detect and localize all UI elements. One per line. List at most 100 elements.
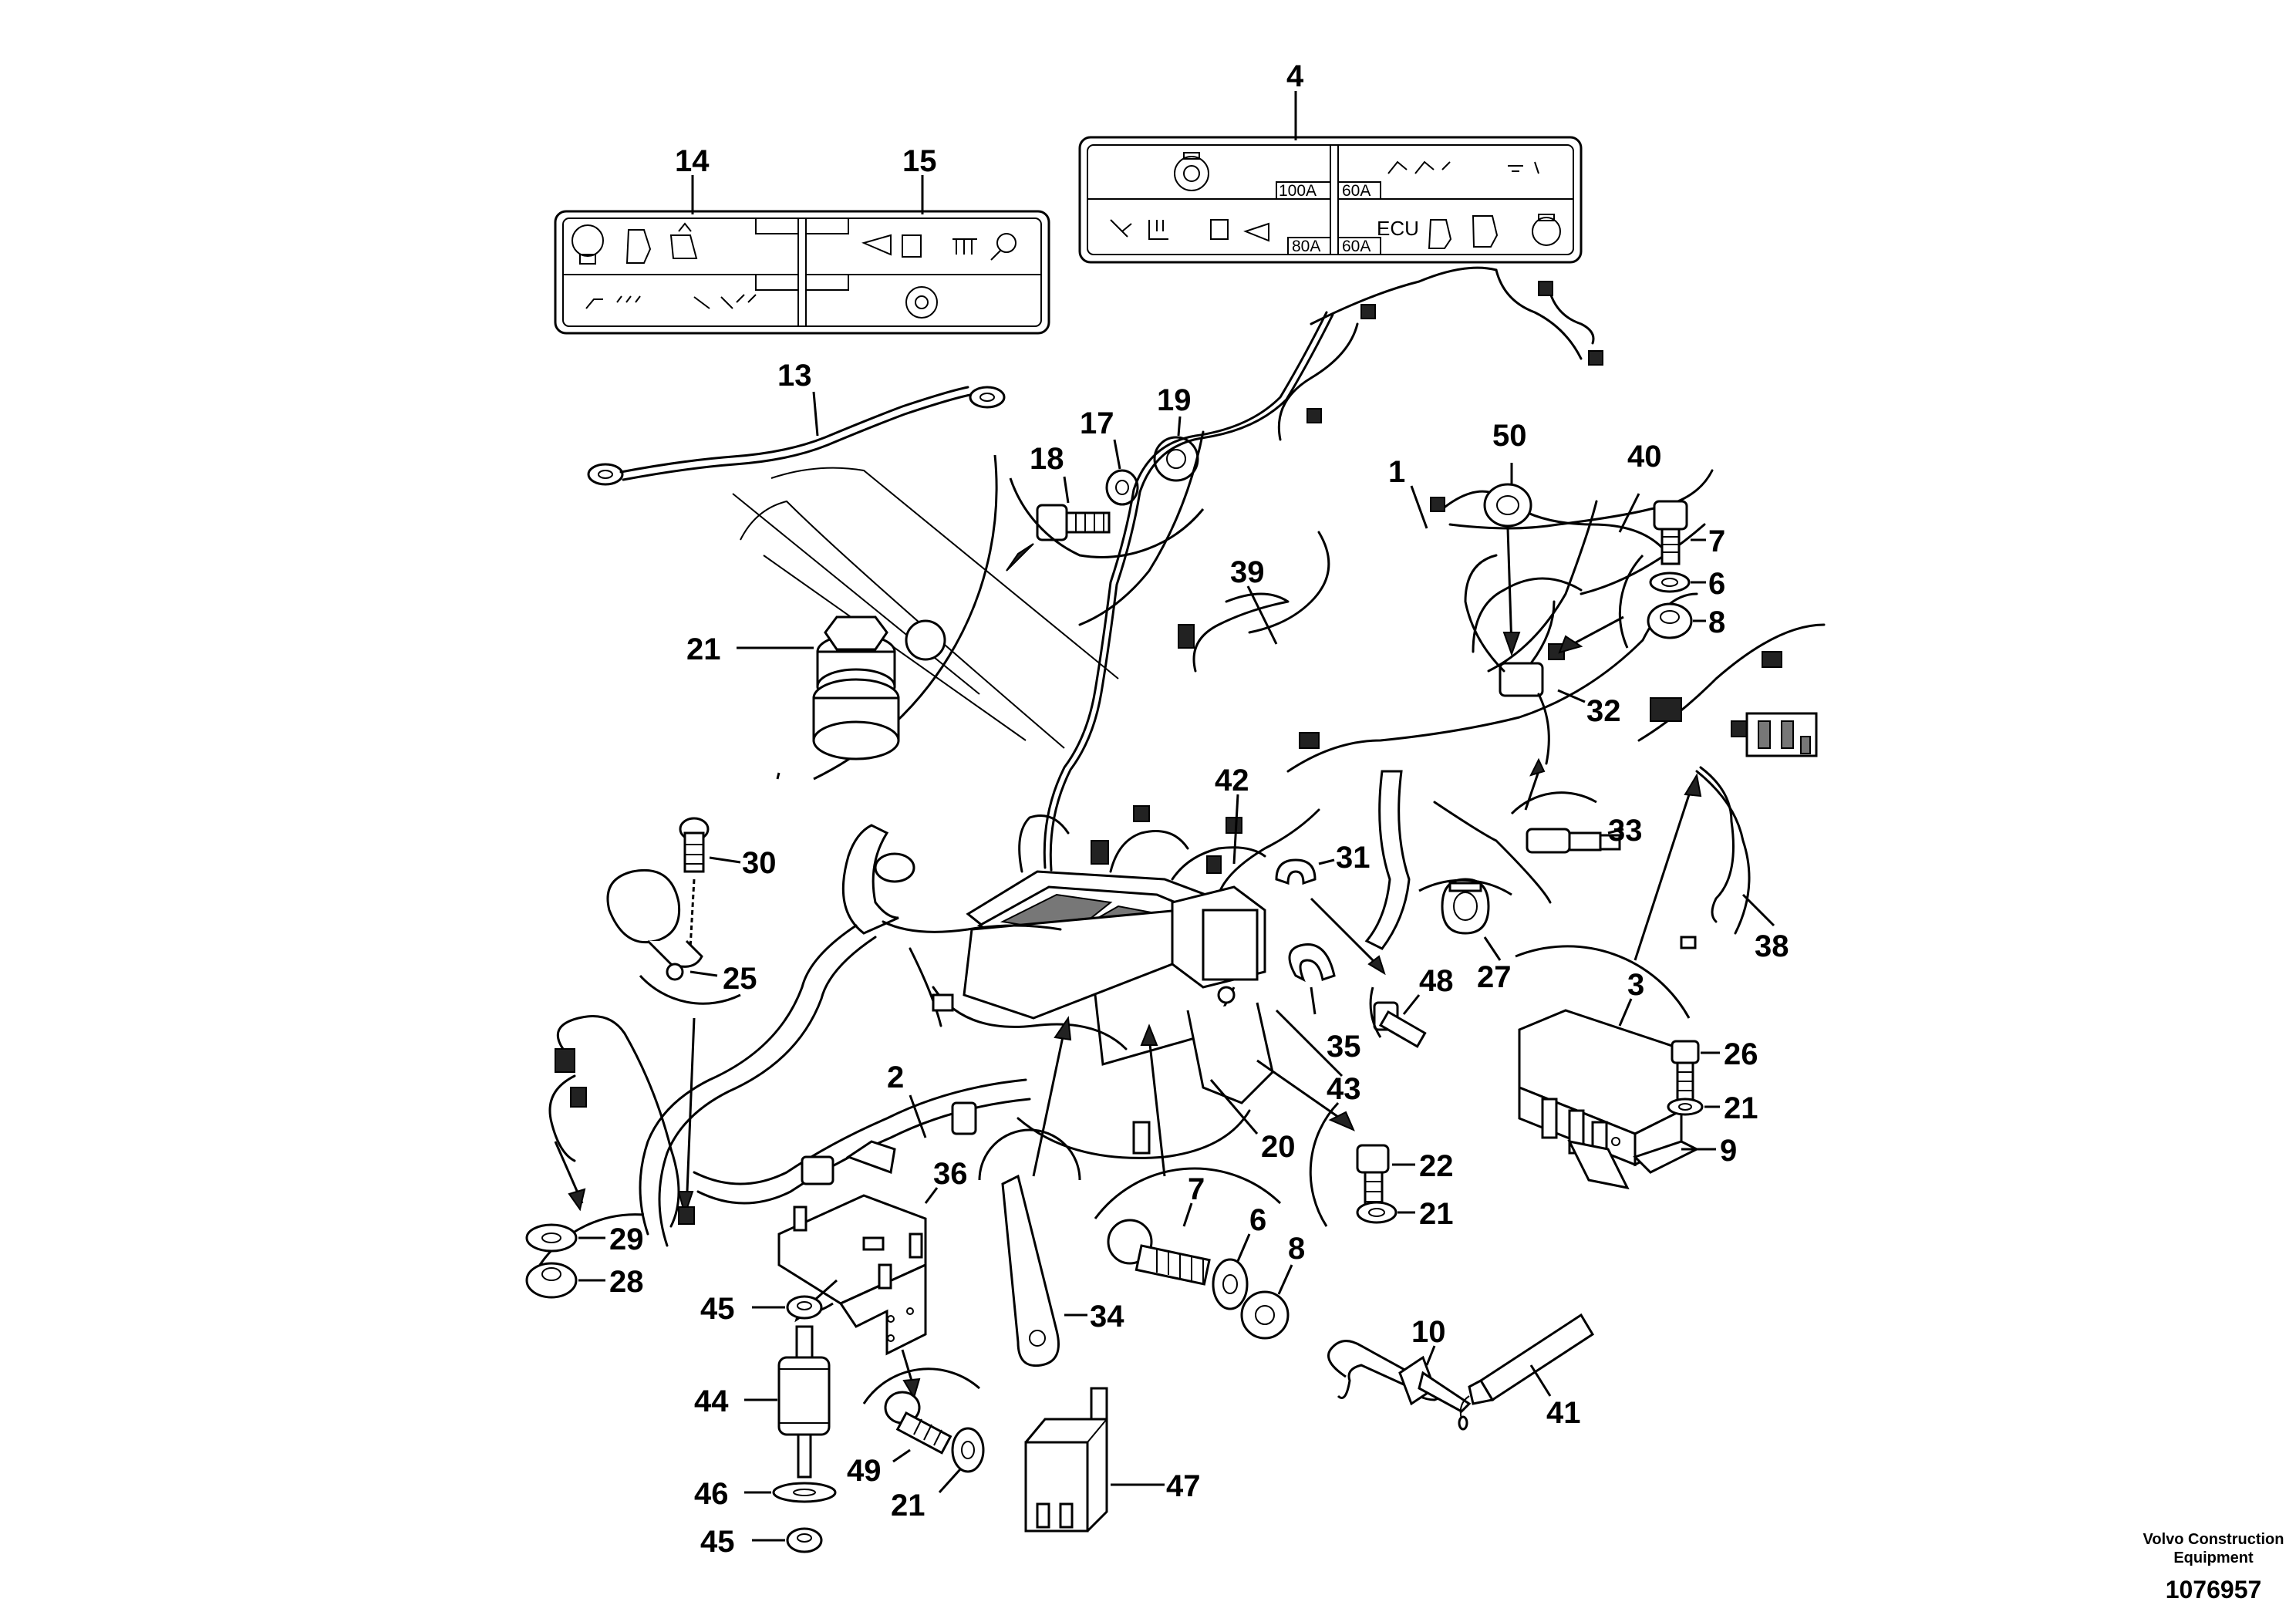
bolt-49 [884, 1391, 952, 1455]
clamp-35 [1288, 943, 1336, 983]
callout-34: 34 [1090, 1300, 1124, 1334]
damper-44 [777, 1325, 831, 1479]
callout-7-upper: 7 [1708, 524, 1725, 558]
bolt-30 [679, 817, 710, 873]
footer-company-line2: Equipment [2173, 1549, 2254, 1566]
callout-45-top: 45 [700, 1292, 735, 1326]
callout-2: 2 [887, 1061, 904, 1094]
bolt-26 [1671, 1040, 1700, 1103]
callout-43: 43 [1327, 1072, 1361, 1106]
ecu-assembly [963, 805, 1274, 1104]
callout-17: 17 [1080, 406, 1114, 440]
nut-8-upper [1647, 602, 1693, 639]
callout-19: 19 [1157, 383, 1192, 417]
callout-18: 18 [1030, 442, 1064, 476]
callout-21-right: 21 [1724, 1091, 1758, 1125]
callout-9: 9 [1720, 1134, 1737, 1168]
callout-25: 25 [723, 962, 757, 996]
lights-icon [1387, 160, 1451, 174]
ecu-fuse-icon [1532, 214, 1561, 246]
callout-38: 38 [1755, 929, 1789, 963]
callout-41: 41 [1546, 1396, 1581, 1430]
hose-2 [639, 824, 1128, 1247]
strap-34 [1001, 1174, 1060, 1367]
callout-14: 14 [675, 144, 710, 178]
callout-21-lower: 21 [891, 1489, 925, 1523]
callout-22: 22 [1419, 1149, 1454, 1183]
callout-8-lower: 8 [1288, 1232, 1305, 1266]
bracket-36 [777, 1194, 927, 1356]
tube-41 [1458, 1313, 1595, 1431]
callout-6-lower: 6 [1249, 1203, 1266, 1237]
clamp-25 [606, 868, 703, 981]
worklight-icon [585, 295, 641, 309]
cable-13 [587, 386, 1006, 486]
callout-31: 31 [1336, 841, 1371, 875]
seat-icon [1428, 219, 1452, 249]
connector-block-right [1745, 712, 1818, 757]
steering-wheel-icon [905, 286, 938, 319]
washer-21-right [1667, 1098, 1704, 1116]
footer-company-line1: Volvo Construction [2143, 1531, 2284, 1548]
wiper-icon [990, 233, 1017, 261]
callout-33: 33 [1608, 814, 1643, 848]
callout-20: 20 [1261, 1130, 1296, 1164]
callout-8-upper: 8 [1708, 605, 1725, 639]
relay-icon [1210, 219, 1229, 240]
washer-46 [772, 1482, 837, 1503]
relay-47 [1024, 1387, 1108, 1533]
fuse-label-80a: 80A [1292, 238, 1320, 255]
sensor-33 [1526, 828, 1621, 854]
horn-icon [861, 234, 892, 256]
clamp-27 [1441, 878, 1490, 935]
bulb-icon [571, 224, 604, 265]
callout-32: 32 [1586, 694, 1621, 728]
callout-7-lower: 7 [1188, 1172, 1205, 1206]
callout-45-bottom: 45 [700, 1525, 735, 1559]
washer-29 [525, 1223, 578, 1253]
callout-15: 15 [902, 144, 937, 178]
wiper-icon [1110, 219, 1132, 238]
fuse-label-60a-bottom: 60A [1342, 238, 1371, 255]
washer-21-lower [951, 1427, 985, 1473]
washer-6-lower [1212, 1258, 1249, 1310]
main-fuse-icon [1174, 152, 1209, 191]
callout-44: 44 [694, 1384, 729, 1418]
washer-21-center [1356, 1201, 1397, 1224]
callout-48: 48 [1419, 964, 1454, 998]
callout-1: 1 [1388, 455, 1405, 489]
callout-39: 39 [1230, 555, 1265, 589]
callout-10: 10 [1411, 1315, 1446, 1349]
callout-3: 3 [1627, 968, 1644, 1002]
callout-42: 42 [1215, 764, 1249, 798]
fuse-box-3 [1518, 1009, 1700, 1190]
decal-4: 100A 60A 80A 60A ECU [1078, 136, 1583, 264]
relay-icon [902, 234, 922, 258]
nut-19 [1153, 436, 1199, 482]
nut-45-top [786, 1295, 823, 1320]
fuse-holder-32 [1464, 554, 1556, 765]
bolt-48 [1373, 1001, 1427, 1048]
washer-17 [1105, 469, 1139, 506]
ecu-label: ECU [1377, 217, 1419, 240]
callout-6-upper: 6 [1708, 567, 1725, 601]
callout-21: 21 [686, 632, 721, 666]
callout-30: 30 [742, 846, 777, 880]
bolt-7-lower [1107, 1219, 1211, 1286]
callout-36: 36 [933, 1157, 968, 1191]
callout-50: 50 [1492, 419, 1527, 453]
callout-21-center: 21 [1419, 1197, 1454, 1231]
heated-seat-icon [1148, 220, 1168, 240]
drawing-number: 1076957 [2166, 1576, 2262, 1603]
nut-28 [525, 1262, 578, 1299]
callout-26: 26 [1724, 1037, 1758, 1071]
decal-14-15 [554, 210, 1050, 335]
callout-40: 40 [1627, 440, 1662, 474]
callout-13: 13 [777, 359, 812, 393]
detail-view-battery-terminal [732, 454, 1119, 781]
cap-50 [1483, 483, 1532, 528]
seat-heated-icon [1472, 215, 1499, 248]
nut-45-bottom [786, 1527, 823, 1553]
callout-35: 35 [1327, 1030, 1361, 1064]
